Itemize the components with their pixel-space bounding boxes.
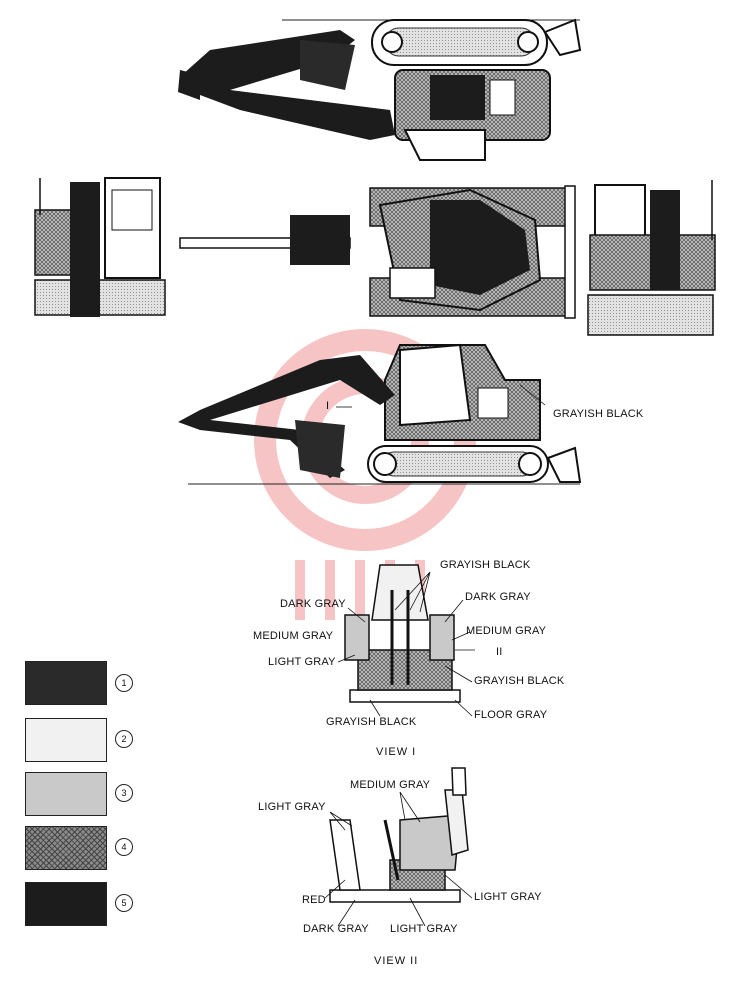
label-v2-red: RED [302, 894, 326, 906]
label-v2-medium-gray: MEDIUM GRAY [350, 779, 431, 791]
legend-swatch-5 [25, 882, 107, 926]
label-grayish-black-side: GRAYISH BLACK [553, 408, 644, 420]
view1-leader-lines [337, 571, 475, 717]
label-v2-light-gray-bottom: LIGHT GRAY [390, 923, 458, 935]
label-v2-light-gray-top: LIGHT GRAY [258, 801, 326, 813]
label-v2-dark-gray: DARK GRAY [303, 923, 369, 935]
label-seat-medium-gray-left: MEDIUM GRAY [253, 630, 334, 642]
label-seat-grayish-black-right: GRAYISH BLACK [474, 675, 565, 687]
caption-view-ii: VIEW II [374, 955, 419, 967]
view2-leader-lines [324, 791, 473, 927]
legend-swatch-1 [25, 661, 107, 705]
label-seat-dark-gray-right: DARK GRAY [465, 591, 531, 603]
legend-number-2: 2 [115, 730, 133, 748]
label-seat-medium-gray-right: MEDIUM GRAY [466, 625, 547, 637]
legend-number-4: 4 [115, 838, 133, 856]
legend-swatch-4 [25, 826, 107, 870]
excavator-side-view [178, 343, 582, 485]
seat-front-view [344, 564, 461, 703]
excavator-front-view [34, 177, 166, 317]
label-seat-floor-gray: FLOOR GRAY [474, 709, 548, 721]
legend-number-3: 3 [115, 784, 133, 802]
excavator-rear-view [587, 180, 716, 336]
excavator-top-side-view [178, 18, 582, 161]
caption-view-i: VIEW I [376, 746, 417, 758]
label-seat-grayish-black-bottom: GRAYISH BLACK [326, 716, 417, 728]
label-seat-light-gray: LIGHT GRAY [268, 656, 336, 668]
label-seat-dark-gray-left: DARK GRAY [280, 598, 346, 610]
legend-swatch-2 [25, 718, 107, 762]
view-marker-i: I [326, 400, 330, 412]
label-seat-grayish-black-top: GRAYISH BLACK [440, 559, 531, 571]
excavator-plan-view [179, 185, 576, 319]
legend-swatch-3 [25, 772, 107, 816]
legend-number-1: 1 [115, 674, 133, 692]
label-v2-light-gray-right: LIGHT GRAY [474, 891, 542, 903]
legend-number-5: 5 [115, 894, 133, 912]
view-marker-ii: II [496, 646, 503, 658]
seat-side-view [329, 767, 469, 903]
